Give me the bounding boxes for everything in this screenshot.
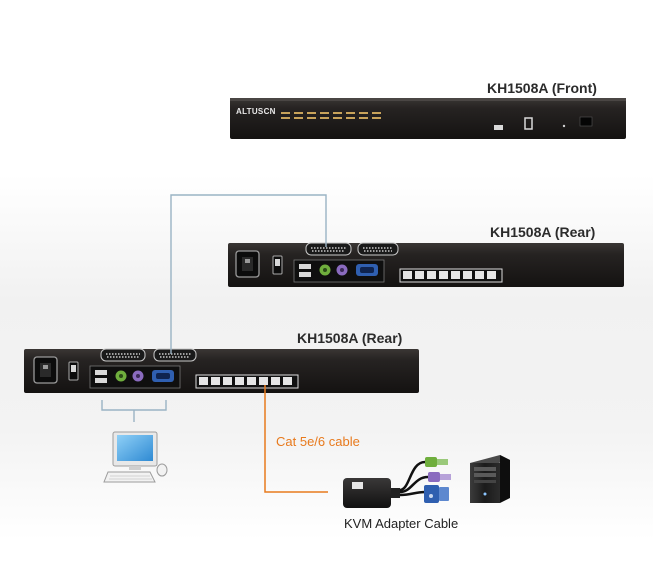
rear-unit-bottom-label: KH1508A (Rear)	[297, 330, 403, 346]
console-bracket	[101, 400, 167, 411]
cat-cable-label: Cat 5e/6 cable	[276, 434, 360, 449]
front-display	[579, 116, 593, 127]
usb-port	[299, 272, 311, 277]
kvm-adapter-label: KVM Adapter Cable	[344, 516, 459, 531]
computer-icon	[103, 431, 168, 483]
cat-cable	[264, 385, 328, 493]
front-port-leds	[281, 112, 381, 119]
brand-logo: ALTUSCN	[236, 107, 276, 116]
chain-out-port	[357, 242, 399, 256]
front-led	[562, 124, 566, 128]
usb-port	[95, 378, 107, 383]
daisy-chain-cable	[170, 194, 327, 354]
front-unit	[230, 98, 626, 139]
chain-out-port	[153, 348, 197, 362]
vga-plug	[424, 485, 439, 503]
ps2-keyboard-plug	[428, 472, 440, 482]
front-top-edge	[230, 98, 626, 101]
rj45-ports	[199, 377, 292, 385]
rear-unit-bottom	[24, 348, 419, 393]
rear-unit-top	[228, 242, 624, 287]
usb-port	[95, 370, 107, 375]
front-unit-label: KH1508A (Front)	[487, 80, 597, 96]
kvm-adapter-icon	[343, 457, 451, 508]
usb-port	[299, 264, 311, 269]
ps2-mouse-plug	[425, 457, 437, 467]
server-tower-icon	[470, 455, 510, 503]
chain-in-port	[305, 242, 352, 256]
chain-in-port	[100, 348, 146, 362]
front-usb-port	[494, 125, 503, 130]
rear-unit-top-label: KH1508A (Rear)	[490, 224, 596, 240]
front-reset-button	[524, 117, 533, 130]
rj45-ports	[403, 271, 496, 279]
